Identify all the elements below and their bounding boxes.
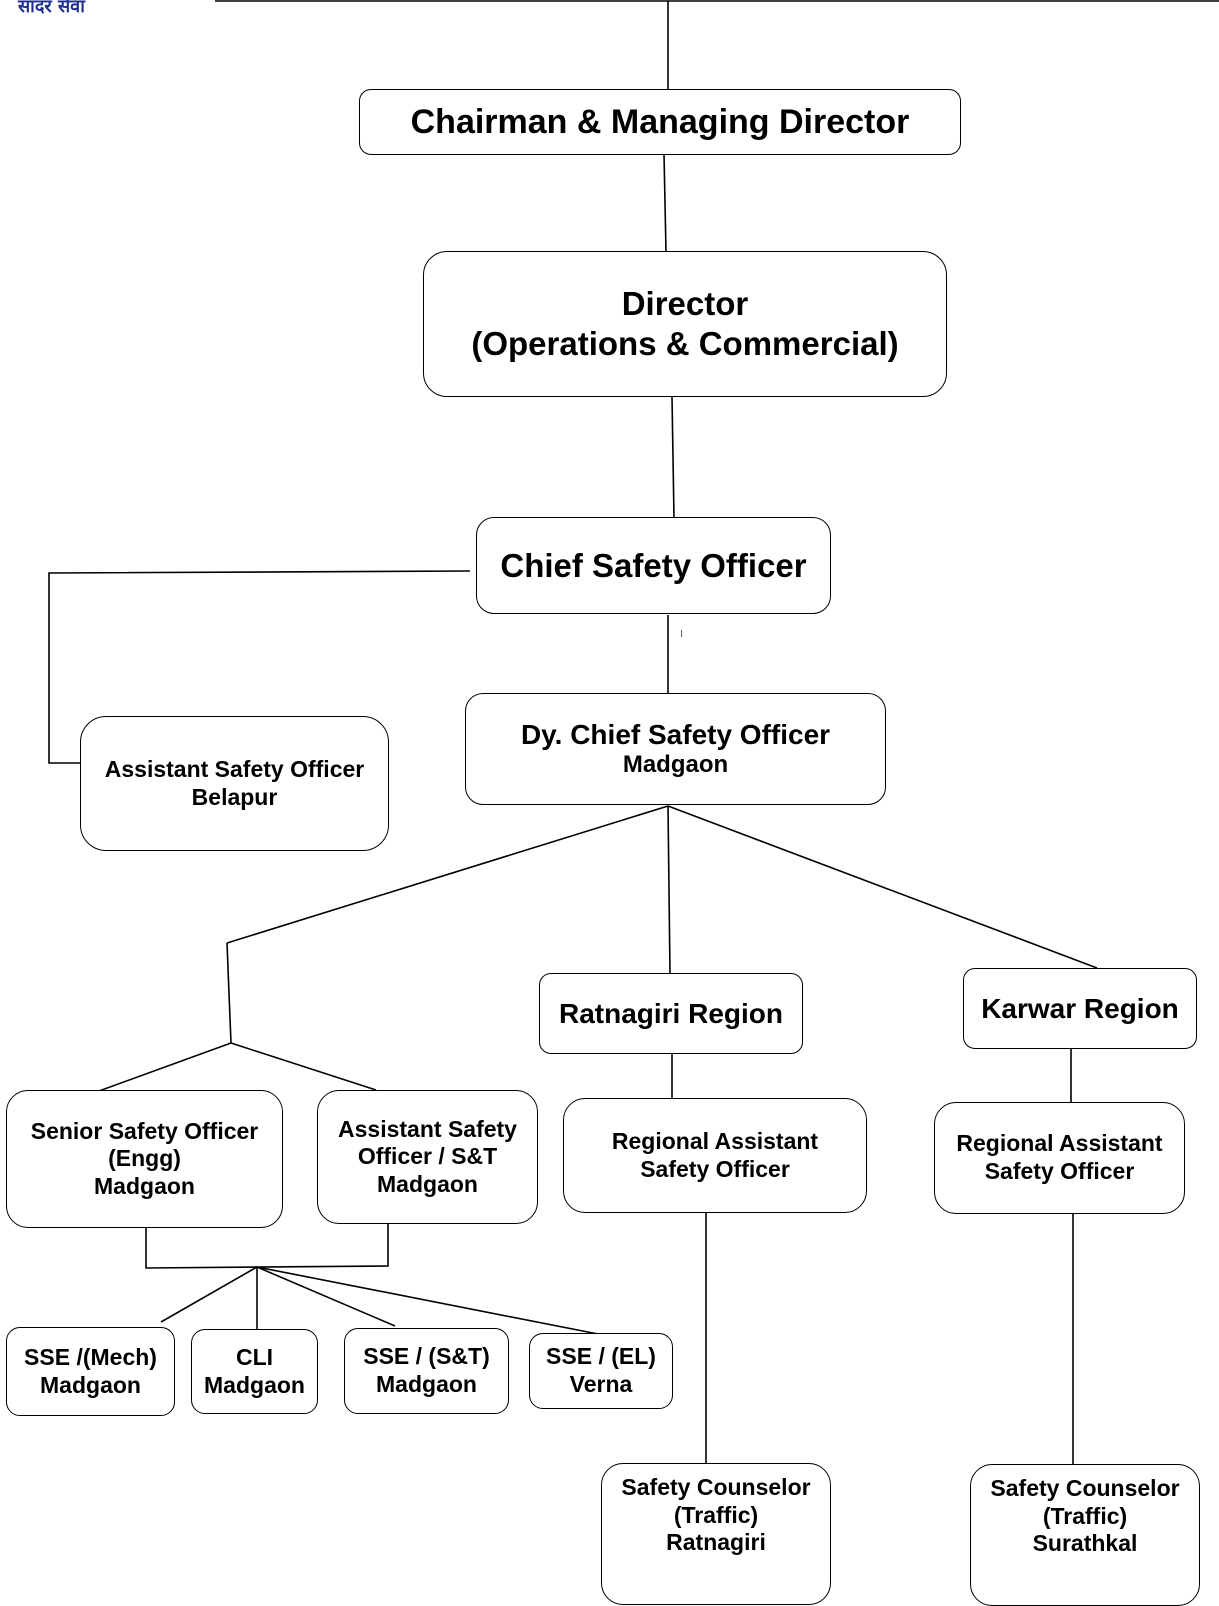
node-label: Madgaon [204,1371,305,1398]
node-label: Director [621,285,749,323]
node-label: (Operations & Commercial) [471,325,899,362]
connector-to-aso-st [230,1042,377,1091]
node-label: Chairman & Managing Director [410,102,910,141]
node-label: CLI [235,1343,274,1370]
node-label: Regional Assistant [611,1127,819,1154]
node-label: Officer / S&T [357,1143,498,1170]
logo-tagline: सादर सेवा [18,0,85,17]
node-label: Madgaon [376,1371,477,1397]
connector-left-group-stem [226,942,232,1044]
node-label: Ratnagiri [666,1529,766,1556]
connector-cso-to-aso-belapur [48,570,471,764]
node-label: (Engg) [108,1145,181,1172]
node-ratnagiri-region: Ratnagiri Region [539,973,803,1054]
connector-bracket-madgaon [145,1224,389,1269]
connector-director-to-cso [671,396,675,519]
node-chief-safety-officer: Chief Safety Officer [476,517,831,614]
node-label: Assistant Safety Officer [104,755,365,782]
node-sse-mech-madgaon: SSE /(Mech) Madgaon [6,1327,175,1416]
node-label: Surathkal [1032,1530,1138,1557]
node-label: Safety Counselor [621,1474,811,1500]
connector-dy-cso-to-karwar [667,805,1098,969]
node-label: Ratnagiri Region [558,997,783,1029]
node-label: Safety Officer [984,1158,1135,1184]
connector-dy-cso-to-ratnagiri [667,805,671,975]
node-label: SSE / (S&T) [363,1343,490,1370]
node-karwar-region: Karwar Region [963,968,1197,1049]
node-label: Regional Assistant [956,1130,1163,1157]
node-label: Madgaon [40,1371,141,1398]
node-label: Assistant Safety [338,1115,517,1142]
connector-to-sse-el [256,1266,599,1335]
node-sse-el-verna: SSE / (EL) Verna [529,1333,673,1409]
connector-to-sso-engg [98,1042,232,1092]
connector-to-sse-mech [160,1266,258,1323]
node-label: Madgaon [377,1170,478,1197]
node-regional-assistant-safety-officer-karwar: Regional Assistant Safety Officer [934,1102,1185,1214]
node-dy-chief-safety-officer: Dy. Chief Safety Officer Madgaon [465,693,886,805]
node-label: SSE /(Mech) [24,1343,157,1370]
node-safety-counselor-surathkal: Safety Counselor (Traffic) Surathkal [970,1464,1200,1606]
node-assistant-safety-officer-st: Assistant Safety Officer / S&T Madgaon [317,1090,538,1224]
node-label: Belapur [191,783,278,810]
node-label: SSE / (EL) [546,1343,656,1370]
node-label: Karwar Region [981,992,1179,1024]
node-director-operations-commercial: Director (Operations & Commercial) [423,251,947,397]
node-safety-counselor-ratnagiri: Safety Counselor (Traffic) Ratnagiri [601,1463,831,1605]
node-label: Dy. Chief Safety Officer [520,718,831,750]
connector-dy-cso-to-left-group [226,805,669,944]
node-sse-st-madgaon: SSE / (S&T) Madgaon [344,1328,509,1414]
node-label: Madgaon [622,751,729,779]
connector-to-sse-st [256,1266,396,1327]
node-label: Safety Officer [640,1155,790,1182]
node-chairman-managing-director: Chairman & Managing Director [359,89,961,155]
node-label: Safety Counselor [990,1475,1180,1501]
node-senior-safety-officer-engg: Senior Safety Officer (Engg) Madgaon [6,1090,283,1228]
node-assistant-safety-officer-belapur: Assistant Safety Officer Belapur [80,716,389,851]
node-label: Senior Safety Officer [30,1117,259,1144]
node-label: Madgaon [94,1172,195,1199]
node-label: Verna [569,1371,633,1397]
node-regional-assistant-safety-officer-ratnagiri: Regional Assistant Safety Officer [563,1098,867,1213]
stray-tick-mark [681,630,682,637]
node-label: (Traffic) [673,1501,759,1528]
node-cli-madgaon: CLI Madgaon [191,1329,318,1414]
connector-cmd-to-director [663,153,667,253]
node-label: (Traffic) [1042,1502,1128,1529]
node-label: Chief Safety Officer [500,546,807,584]
